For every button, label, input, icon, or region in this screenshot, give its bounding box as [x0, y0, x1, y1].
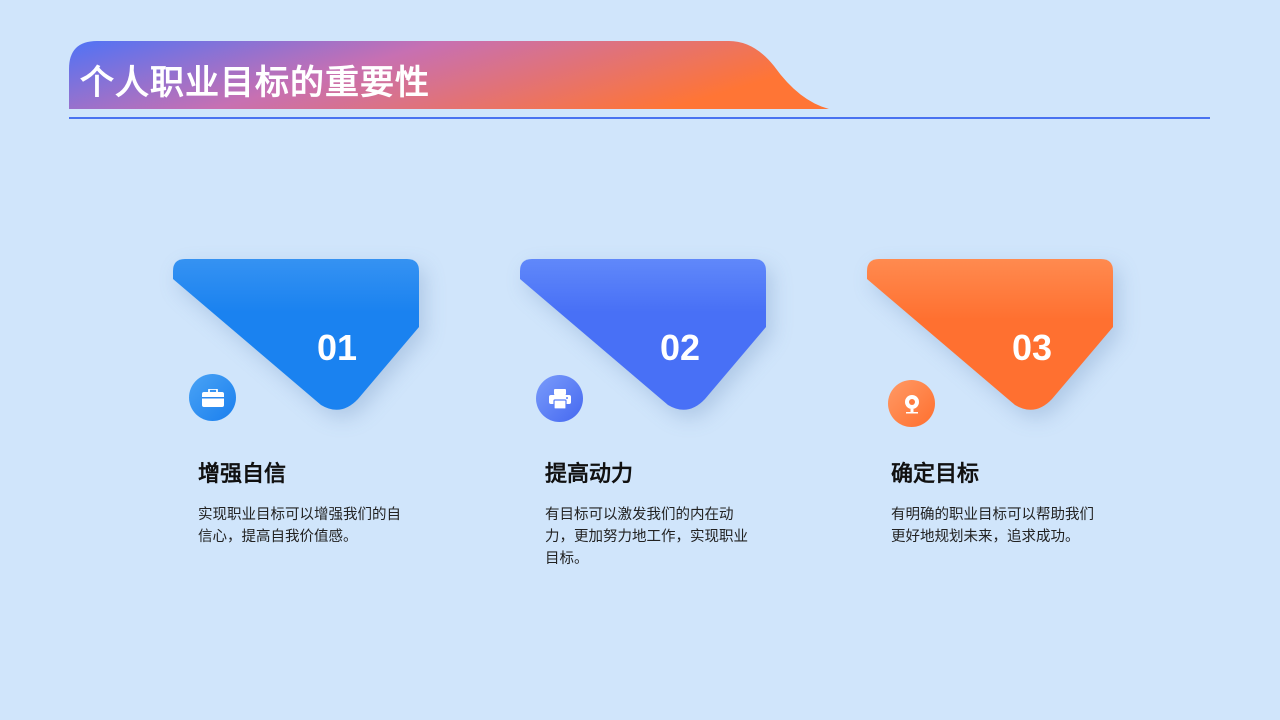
card-03: 03 [867, 259, 1117, 419]
card-shape [867, 259, 1113, 410]
item-description: 有目标可以激发我们的内在动力，更加努力地工作，实现职业目标。 [545, 507, 748, 567]
item-description: 有明确的职业目标可以帮助我们更好地规划未来，追求成功。 [891, 507, 1094, 545]
header-divider [69, 117, 1210, 119]
card-number: 01 [317, 327, 358, 368]
card-02: 02 [520, 259, 770, 419]
item-title: 提高动力 [545, 462, 634, 487]
page-title: 个人职业目标的重要性 [80, 63, 430, 103]
title-banner [69, 41, 829, 109]
webcam-icon [888, 380, 935, 427]
card-number: 02 [660, 327, 701, 368]
card-number: 03 [1012, 327, 1053, 368]
printer-icon [536, 375, 583, 422]
item-title: 增强自信 [198, 462, 287, 487]
card-01: 01 [173, 259, 423, 419]
card-shape [520, 259, 766, 410]
item-title: 确定目标 [891, 462, 980, 487]
briefcase-icon [189, 374, 236, 421]
item-description: 实现职业目标可以增强我们的自信心，提高自我价值感。 [198, 507, 401, 545]
card-shape [173, 259, 419, 410]
